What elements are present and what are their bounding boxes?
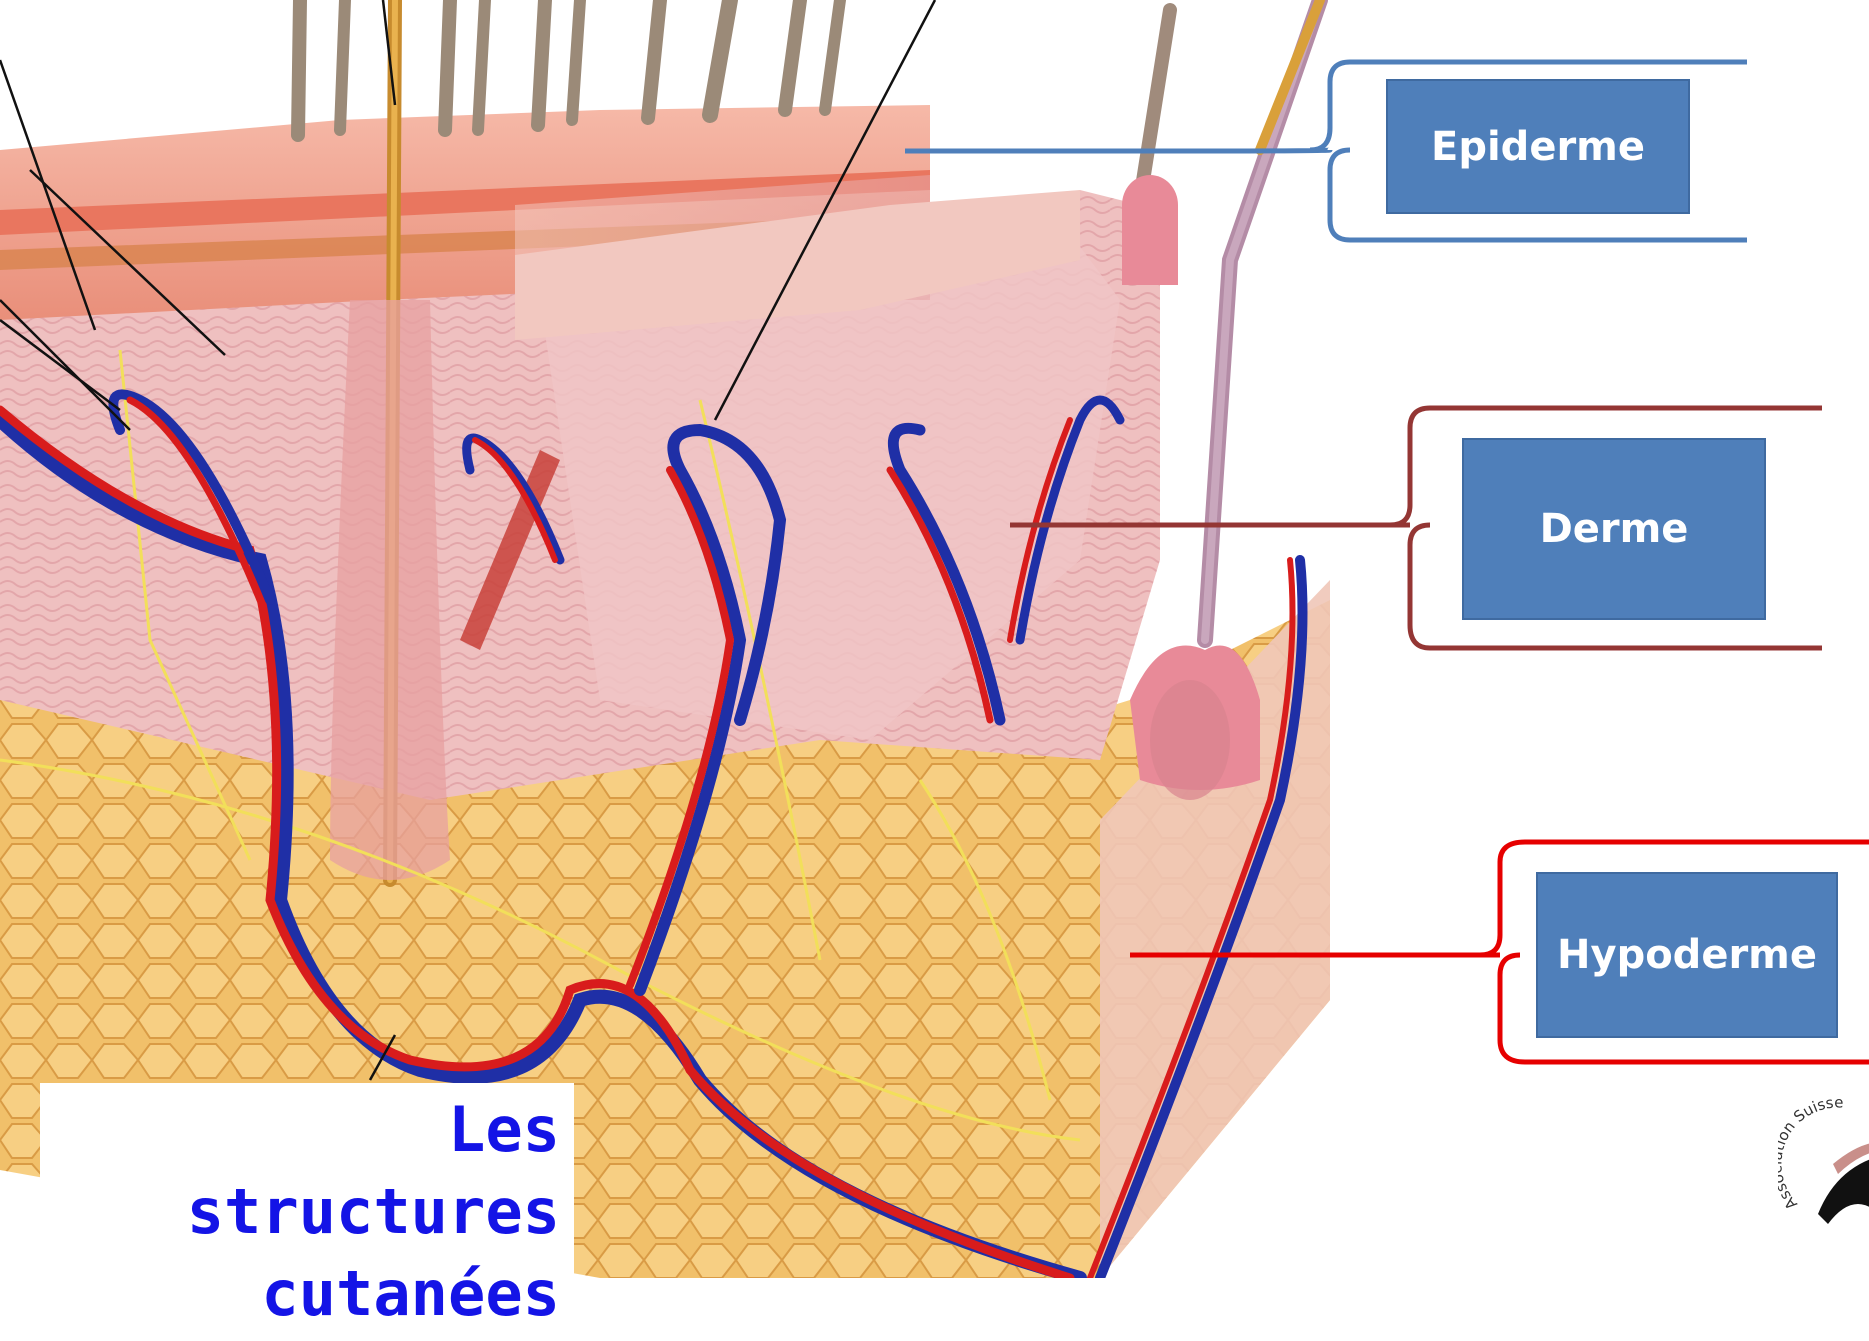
title-line-2: cutanées xyxy=(40,1253,560,1335)
diagram-title: Les structures cutanées xyxy=(40,1083,574,1341)
title-line-1: Les structures xyxy=(40,1089,560,1253)
epiderme-label: Epiderme xyxy=(1386,79,1690,214)
hypoderme-label: Hypoderme xyxy=(1536,872,1838,1038)
derme-label: Derme xyxy=(1462,438,1766,620)
association-logo: Association Suisse xyxy=(1778,1094,1869,1234)
